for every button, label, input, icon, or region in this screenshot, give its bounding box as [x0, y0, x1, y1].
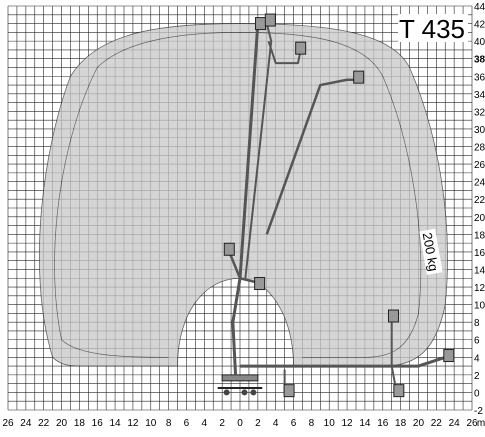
model-label-bg — [398, 14, 468, 42]
y-tick-label: 38 — [474, 55, 485, 66]
x-tick-label: 16 — [92, 418, 104, 429]
y-tick-label: 10 — [474, 301, 485, 312]
y-tick-label: 44 — [474, 2, 485, 13]
wheel — [223, 389, 230, 396]
y-tick-label: 12 — [474, 283, 485, 294]
x-tick-label: 14 — [110, 418, 122, 429]
model-label: T 435 — [399, 14, 465, 44]
x-tick-label: 12 — [342, 418, 354, 429]
x-tick-label: 2 — [255, 418, 261, 429]
platform-ground-right — [393, 384, 405, 398]
x-tick-label: 6 — [184, 418, 190, 429]
x-tick-label: 26 — [466, 418, 478, 429]
inner-envelope-base — [61, 339, 169, 358]
y-tick-label: 2 — [474, 371, 480, 382]
y-tick-label: 14 — [474, 265, 485, 276]
machine-drawing — [217, 13, 455, 398]
x-tick-label: 4 — [273, 418, 279, 429]
y-tick-label: 22 — [474, 195, 485, 206]
wheel — [250, 389, 257, 396]
x-tick-label: 22 — [431, 418, 443, 429]
y-axis-labels: 4442403836343230282624222018161412108642… — [474, 2, 485, 417]
x-tick-label: 18 — [395, 418, 407, 429]
x-tick-label: 16 — [377, 418, 389, 429]
platform-low-left — [223, 242, 235, 256]
x-tick-label: 6 — [291, 418, 297, 429]
x-tick-label: 4 — [202, 418, 208, 429]
y-tick-label: 26 — [474, 160, 485, 171]
y-tick-label: 24 — [474, 178, 485, 189]
x-tick-label: 8 — [309, 418, 315, 429]
y-tick-label: 16 — [474, 248, 485, 259]
load-label-bg — [419, 228, 443, 275]
x-tick-label: 24 — [20, 418, 32, 429]
platform-riser — [387, 309, 399, 323]
y-tick-label: 42 — [474, 20, 485, 31]
horizontal-boom — [240, 355, 446, 368]
x-tick-label: 8 — [166, 418, 172, 429]
working-envelopes — [38, 23, 448, 367]
outer-envelope — [38, 23, 448, 367]
x-tick-label: 22 — [38, 418, 50, 429]
lower-mast — [231, 278, 242, 375]
platform-diagonal — [353, 70, 365, 84]
x-tick-label: 20 — [413, 418, 425, 429]
diagonal-boom — [265, 78, 356, 235]
x-tick-label: 14 — [359, 418, 371, 429]
main-boom-outer — [244, 23, 273, 279]
y-tick-label: 8 — [474, 318, 480, 329]
x-tick-label: 2 — [219, 418, 225, 429]
load-label: 200 kg — [420, 231, 442, 272]
wheel — [241, 389, 248, 396]
y-tick-label: 20 — [474, 213, 485, 224]
load-label-group: 200 kg — [419, 228, 443, 275]
y-tick-label: 40 — [474, 37, 485, 48]
y-tick-label: 0 — [474, 388, 480, 399]
y-tick-label: 36 — [474, 72, 485, 83]
x-tick-label: 12 — [127, 418, 139, 429]
main-boom — [238, 23, 260, 279]
platform-far-right — [443, 349, 455, 363]
y-tick-label: 28 — [474, 143, 485, 154]
y-tick-label: 6 — [474, 336, 480, 347]
chassis — [221, 374, 259, 382]
platform-top-right — [264, 13, 276, 27]
x-tick-label: 18 — [74, 418, 86, 429]
x-tick-label: 20 — [56, 418, 68, 429]
x-tick-label: 10 — [145, 418, 157, 429]
platform-ground-left — [283, 384, 295, 398]
y-tick-label: 32 — [474, 107, 485, 118]
jib-top — [267, 40, 302, 65]
platform-low-right — [254, 277, 266, 291]
x-tick-label: 24 — [449, 418, 461, 429]
x-tick-label: 26 — [2, 418, 14, 429]
platform-jib — [295, 41, 307, 55]
y-tick-label: -2 — [474, 406, 483, 417]
knuckle-arm — [228, 251, 242, 279]
y-tick-label: 4 — [474, 353, 480, 364]
x-unit-label: m — [477, 418, 485, 429]
x-tick-label: 10 — [324, 418, 336, 429]
y-tick-label: 34 — [474, 90, 485, 101]
y-tick-label: 30 — [474, 125, 485, 136]
platform-top-left — [255, 17, 267, 31]
y-tick-label: 18 — [474, 230, 485, 241]
inner-envelope — [54, 31, 422, 358]
x-tick-label: 0 — [237, 418, 243, 429]
